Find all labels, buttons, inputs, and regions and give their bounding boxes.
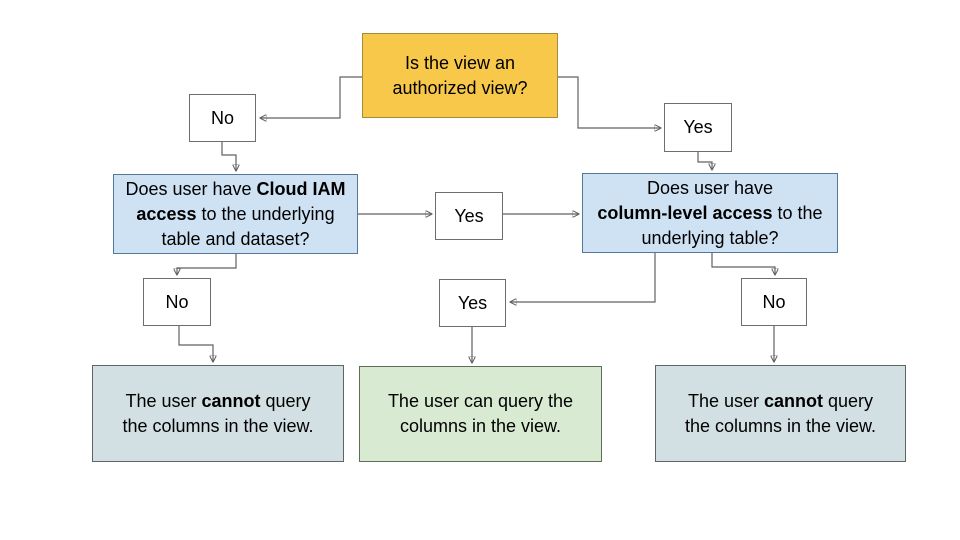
node-no-low-label: No xyxy=(762,291,786,312)
connector-root-to-no-top xyxy=(261,76,362,118)
node-no-low: No xyxy=(741,278,807,326)
connector-yes-top-to-cls xyxy=(697,152,712,169)
connector-iam-to-no-mid xyxy=(177,253,237,274)
connector-cls-to-no-low xyxy=(711,253,775,274)
connector-root-to-yes-top xyxy=(558,76,660,128)
node-no-top: No xyxy=(189,94,256,142)
node-yes-mid: Yes xyxy=(435,192,503,240)
node-yes-top-label: Yes xyxy=(683,117,713,137)
node-yes-top: Yes xyxy=(664,103,732,152)
connector-no-top-to-iam xyxy=(221,142,236,170)
node-yes-low: Yes xyxy=(439,279,506,327)
connector-no-mid-to-cannot-left xyxy=(178,326,213,361)
node-no-top-label: No xyxy=(210,107,234,128)
node-no-mid: No xyxy=(143,278,211,326)
node-yes-mid-label: Yes xyxy=(454,205,484,226)
connector-cls-to-yes-low xyxy=(511,253,656,302)
node-yes-low-label: Yes xyxy=(457,292,488,313)
node-no-mid-label: No xyxy=(165,291,189,312)
